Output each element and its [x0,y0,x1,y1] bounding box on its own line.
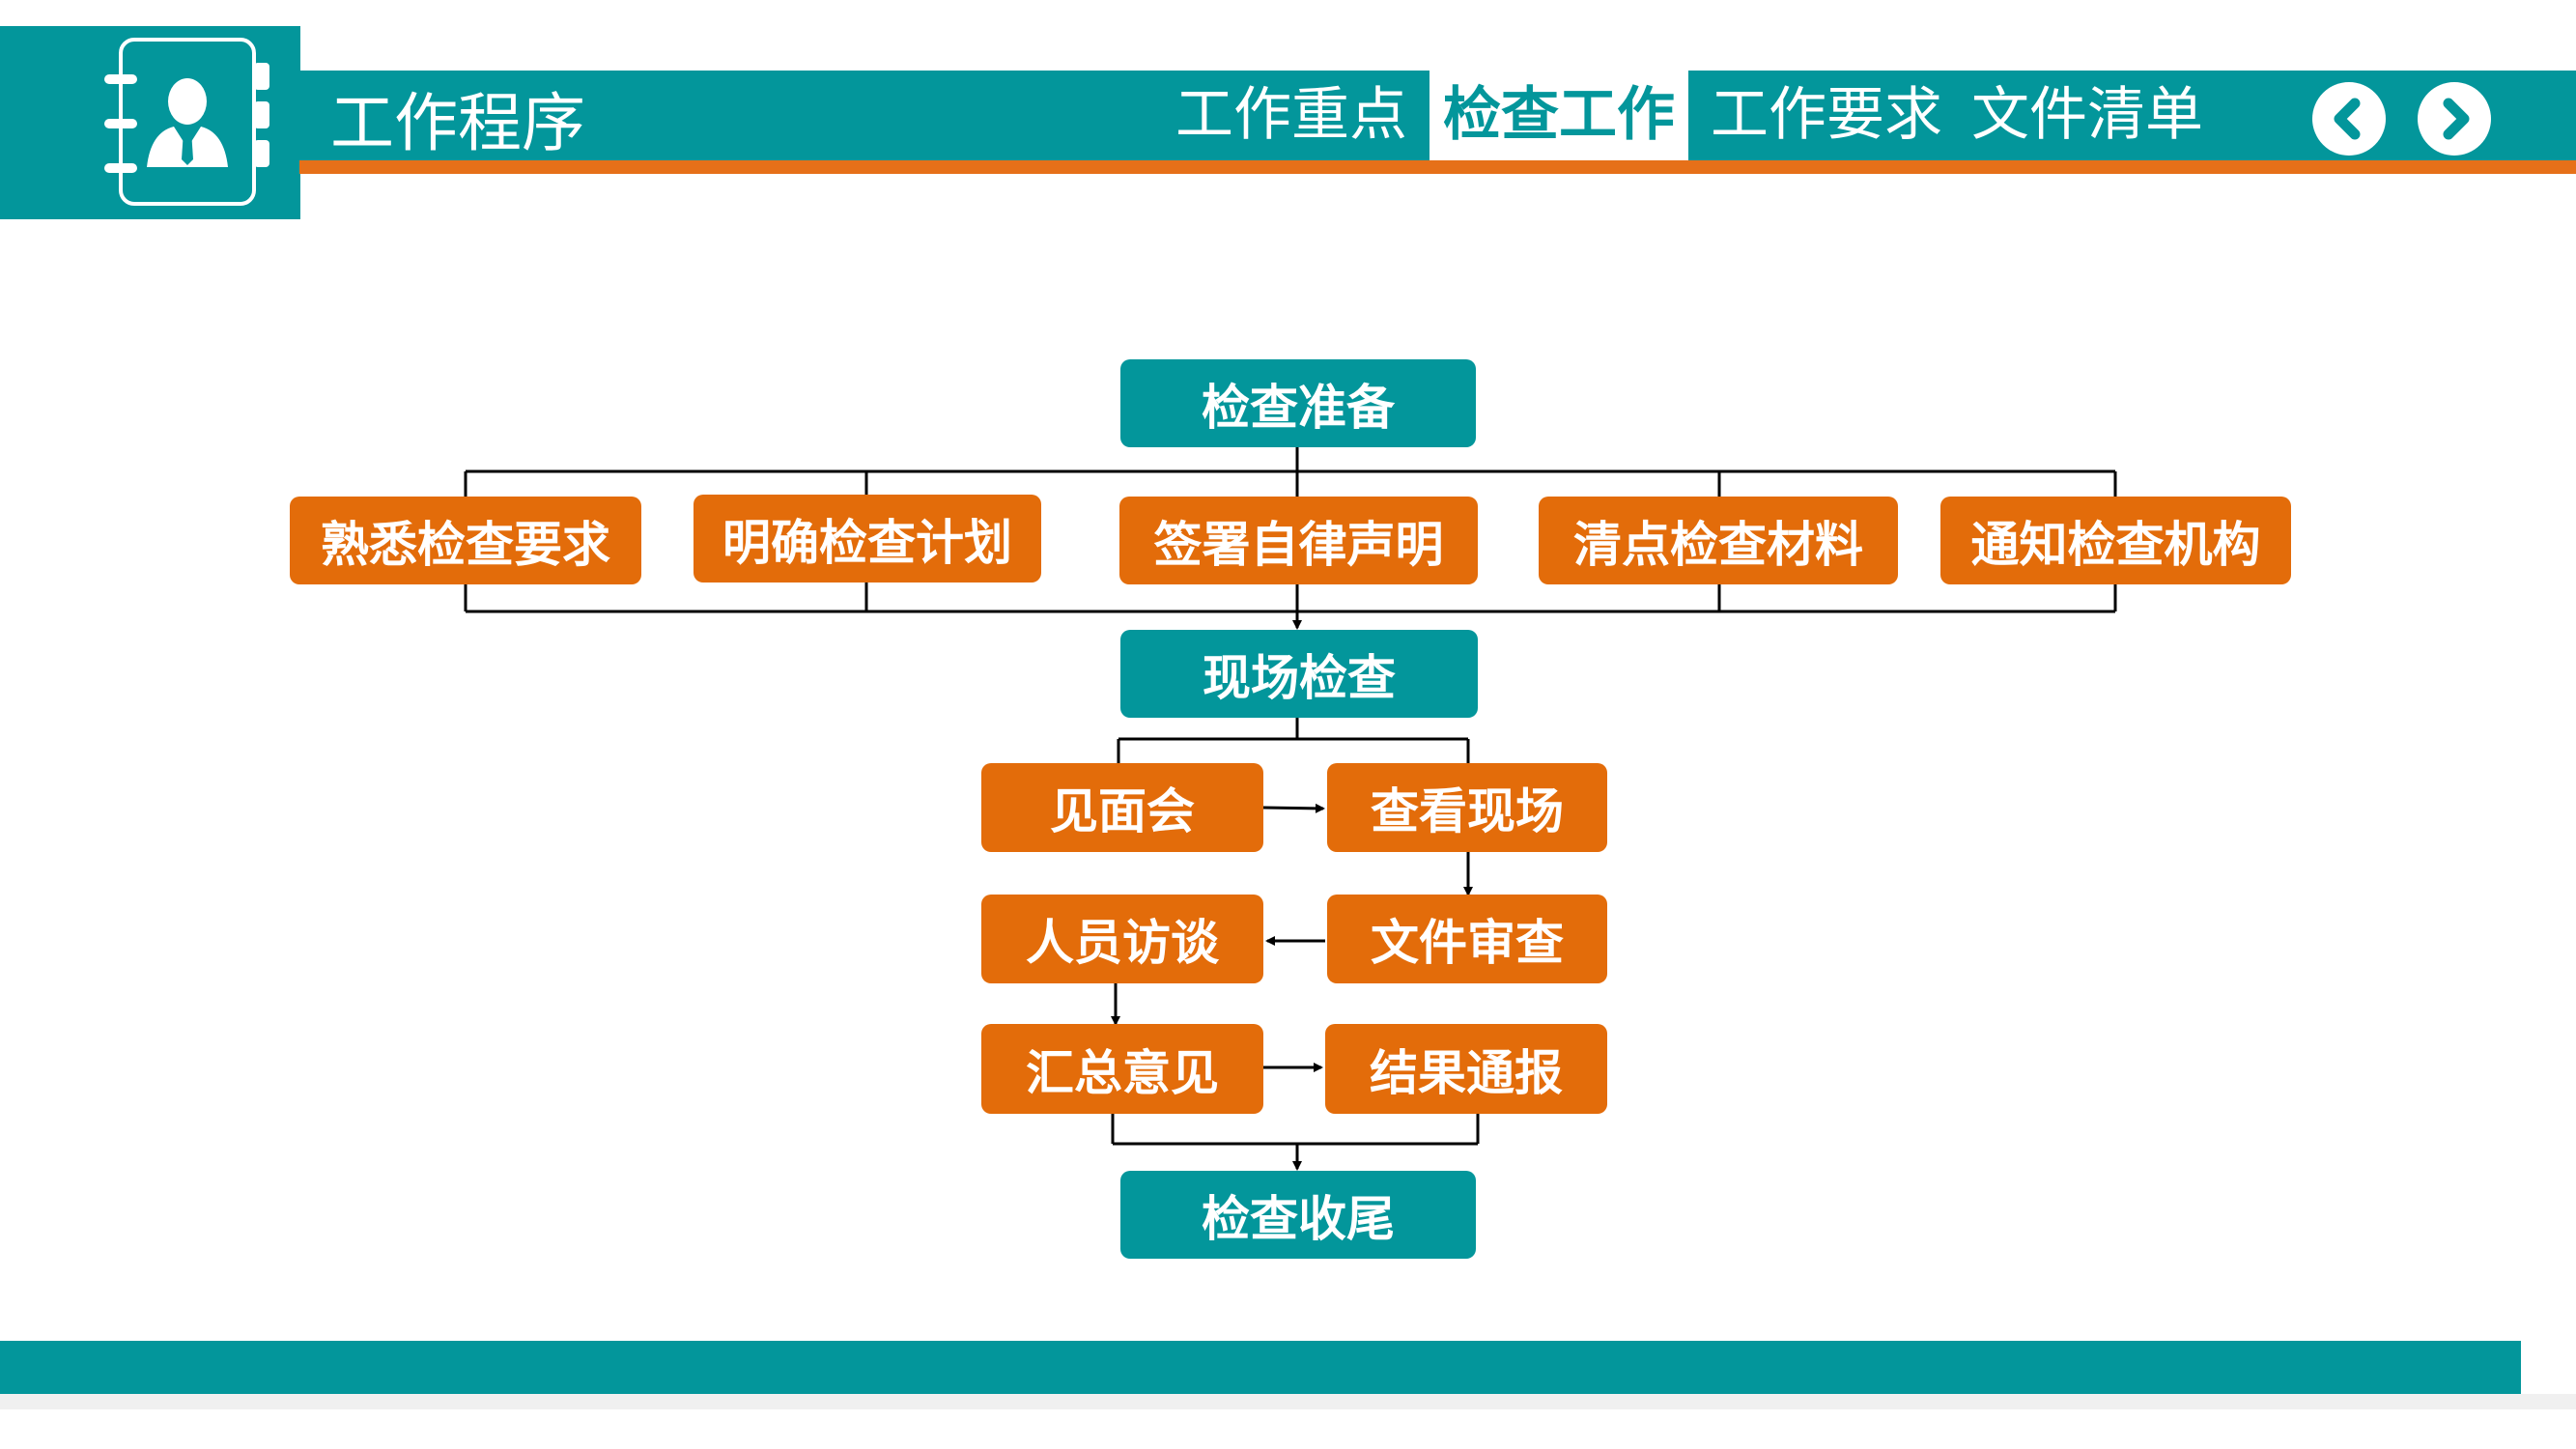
footer-strip [0,1394,2576,1409]
prep-step-1: 熟悉检查要求 [290,497,641,584]
onsite-interview: 人员访谈 [981,895,1263,983]
onsite-report: 结果通报 [1325,1024,1607,1114]
onsite-summary: 汇总意见 [981,1024,1263,1114]
prep-step-4: 清点检查材料 [1539,497,1898,584]
footer-bar [0,1341,2521,1394]
onsite-meeting: 见面会 [981,763,1263,852]
onsite-view-site: 查看现场 [1327,763,1607,852]
prep-step-2: 明确检查计划 [694,495,1041,582]
contact-book-icon [104,38,269,206]
onsite-doc-review: 文件审查 [1327,895,1607,983]
tab-file-list[interactable]: 文件清单 [1971,81,2203,149]
tab-inspection-work[interactable]: 检查工作 [1430,71,1688,160]
header-underline [299,160,2576,174]
prev-button[interactable] [2312,82,2386,156]
step-prepare: 检查准备 [1120,359,1476,447]
prep-step-3: 签署自律声明 [1119,497,1478,584]
chevron-right-icon [2443,98,2470,140]
step-onsite: 现场检查 [1120,630,1478,718]
step-closing: 检查收尾 [1120,1171,1476,1259]
next-button[interactable] [2418,82,2491,156]
chevron-left-icon [2334,98,2361,140]
tab-work-requirements[interactable]: 工作要求 [1711,81,1942,149]
logo-block [0,26,300,219]
page-title: 工作程序 [330,86,585,160]
prep-step-5: 通知检查机构 [1940,497,2291,584]
tab-work-focus[interactable]: 工作重点 [1175,81,1407,149]
